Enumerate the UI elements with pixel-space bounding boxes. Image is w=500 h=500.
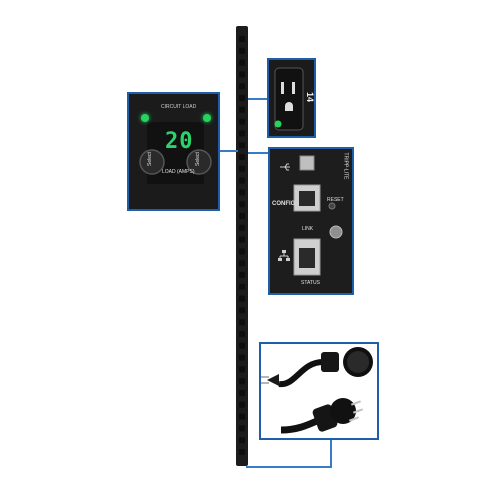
- pdu-outlet: [239, 390, 245, 396]
- right-led: [203, 114, 211, 122]
- pdu-strip: [236, 26, 248, 466]
- usb-icon: [279, 159, 291, 171]
- pdu-outlet: [239, 213, 245, 219]
- pdu-outlet: [239, 378, 245, 385]
- load-label: LOAD (AMPS): [162, 169, 195, 175]
- network-panel: TRIPP·LITE CONFIG RESET LINK STATUS: [268, 147, 354, 295]
- pdu-outlet: [239, 283, 245, 290]
- pdu-outlet: [239, 224, 245, 231]
- status-indicator: [330, 226, 342, 238]
- pdu-outlet: [239, 71, 245, 78]
- link-label: LINK: [302, 226, 314, 232]
- network-port[interactable]: [294, 239, 320, 275]
- pdu-outlet: [239, 260, 245, 267]
- left-button-label[interactable]: Select: [146, 152, 153, 166]
- pdu-outlet: [239, 401, 245, 408]
- pdu-outlet: [239, 248, 245, 255]
- reset-button[interactable]: [329, 203, 335, 209]
- pdu-outlet: [239, 177, 245, 184]
- brand-label: TRIPP·LITE: [342, 152, 349, 180]
- pdu-outlet: [239, 272, 245, 278]
- plug-art: [261, 347, 373, 434]
- reset-label: RESET: [327, 197, 344, 203]
- pdu-outlet: [239, 307, 245, 314]
- pdu-outlet: [239, 142, 245, 149]
- pdu-outlet: [239, 319, 245, 326]
- right-button-label[interactable]: Select: [194, 152, 201, 166]
- pdu-outlet: [239, 130, 245, 137]
- twist-lock-adapter-icon: [261, 347, 373, 387]
- pdu-outlet: [239, 118, 245, 125]
- config-label: CONFIG: [272, 201, 296, 207]
- pdu-outlet: [239, 189, 245, 196]
- display-panel: CIRCUIT LOAD 20 LOAD (AMPS) Select Selec…: [127, 92, 220, 211]
- network-art: [270, 149, 352, 293]
- pdu-outlet: [239, 154, 245, 160]
- pdu-outlet: [239, 165, 245, 172]
- plug-panel: [259, 342, 379, 440]
- outlet-panel: 14: [267, 58, 316, 138]
- amp-readout: 20: [165, 129, 194, 154]
- network-icon: [278, 249, 290, 261]
- pdu-outlet: [239, 425, 245, 432]
- pdu-outlet: [239, 295, 245, 302]
- pdu-outlet: [239, 354, 245, 361]
- pdu-outlet: [239, 366, 245, 373]
- pdu-outlet: [239, 59, 245, 66]
- circuit-label: CIRCUIT LOAD: [161, 104, 197, 110]
- pdu-outlet: [239, 95, 245, 101]
- pdu-outlet: [239, 449, 245, 455]
- pdu-outlet: [239, 201, 245, 208]
- connector-display: [218, 150, 238, 152]
- twist-lock-plug-icon: [280, 398, 364, 434]
- config-port[interactable]: [294, 185, 320, 211]
- outlet-number: 14: [305, 91, 316, 103]
- connector-plug-v: [330, 440, 332, 468]
- usb-port[interactable]: [300, 156, 314, 170]
- pdu-outlet: [239, 236, 245, 243]
- connector-outlet: [248, 98, 270, 100]
- pdu-outlet: [239, 437, 245, 444]
- pdu-outlet: [239, 47, 245, 54]
- pdu-outlet: [239, 413, 245, 420]
- status-label: STATUS: [301, 280, 320, 286]
- display-panel-art: [129, 94, 218, 209]
- pdu-outlet: [239, 342, 245, 349]
- pdu-outlet: [239, 106, 245, 113]
- outlet-art: [269, 60, 314, 136]
- pdu-outlets: [239, 36, 245, 455]
- pdu-outlet: [239, 83, 245, 90]
- connector-plug-h: [246, 466, 332, 468]
- pdu-outlet: [239, 36, 245, 42]
- left-led: [141, 114, 149, 122]
- pdu-outlet: [239, 331, 245, 337]
- connector-network: [248, 152, 270, 154]
